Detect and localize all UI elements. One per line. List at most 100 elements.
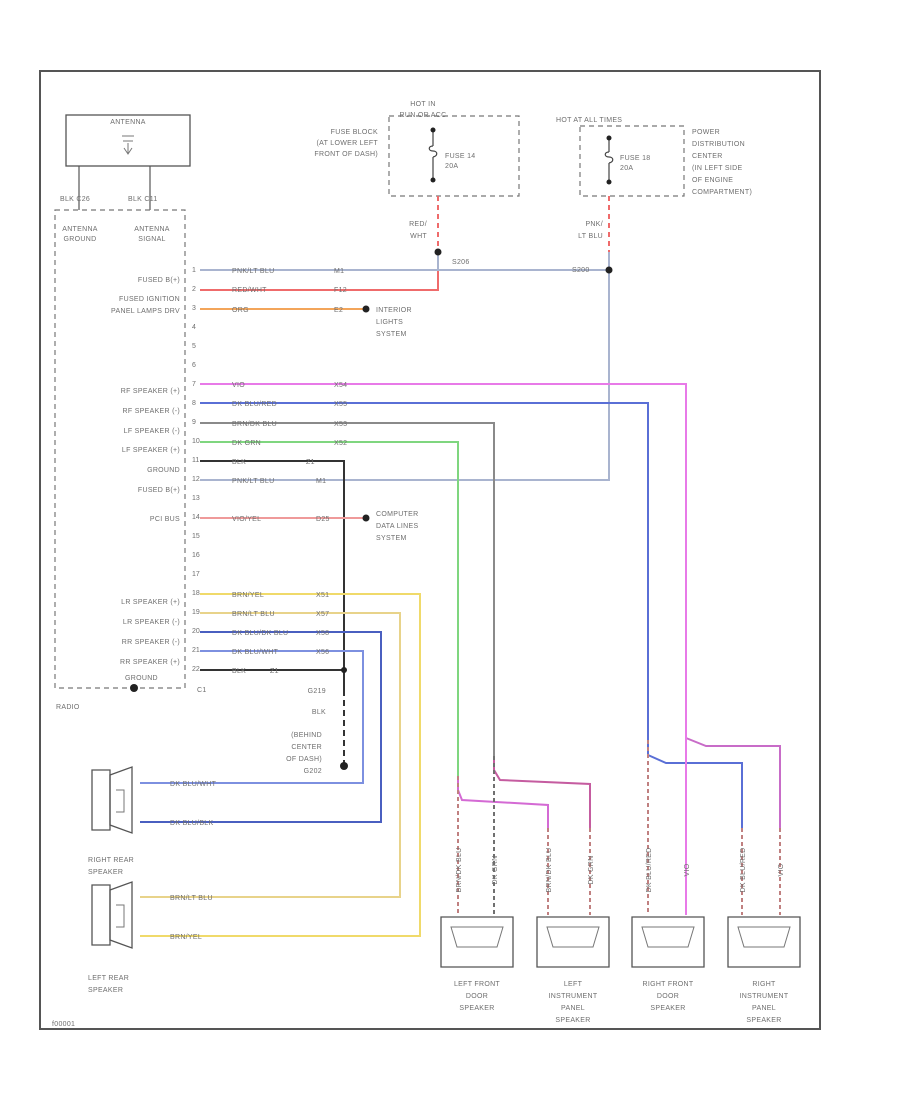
pin-number: 15 <box>192 533 200 540</box>
radio-pin-label: FUSED B(+) <box>138 487 180 494</box>
lr-plus-wire-label: BRN/YEL <box>170 934 202 941</box>
fuse-block-location-1: FUSE BLOCK <box>331 129 378 136</box>
wire-lf-cross <box>457 776 549 828</box>
radio-pin-label: LR SPEAKER (-) <box>123 619 180 626</box>
vertical-wire-label: VIO <box>778 863 785 876</box>
data-lines-ref-1: COMPUTER <box>376 511 418 518</box>
fuse-block-box <box>388 115 520 197</box>
antenna-title: ANTENNA <box>110 119 146 126</box>
reference-dot <box>362 514 370 522</box>
fuse-block: HOT IN RUN OR ACC FUSE BLOCK (AT LOWER L… <box>314 101 520 240</box>
antenna-ground-label-1: ANTENNA <box>62 226 98 233</box>
radio-pin-label: PCI BUS <box>150 516 180 523</box>
wire-fused-b-plus <box>200 252 610 481</box>
interior-lights-ref-3: SYSTEM <box>376 331 407 338</box>
ground-location-2: CENTER <box>291 744 322 751</box>
pdc-location-1: POWER <box>692 129 720 136</box>
pin-number: 17 <box>192 571 200 578</box>
wire-circuit-label: D25 <box>316 516 330 523</box>
rf-door-label-1: RIGHT FRONT <box>642 981 693 988</box>
pdc-box <box>579 125 685 197</box>
pin-number: 20 <box>192 628 200 635</box>
right-rear-speaker: RIGHT REAR SPEAKER DK BLU/WHT DK BLU/BLK <box>88 766 217 876</box>
antenna-signal-wire: BLK C11 <box>128 196 158 203</box>
vertical-wire-label: BRN/DK BLU <box>546 847 553 892</box>
vertical-wire-label: DK GRN <box>588 855 595 884</box>
wire-circuit-label: Z1 <box>306 459 315 466</box>
wire-circuit-label: X53 <box>334 421 347 428</box>
lip-label-3: PANEL <box>561 1005 585 1012</box>
antenna-ground-label-2: GROUND <box>64 236 97 243</box>
lip-label-2: INSTRUMENT <box>549 993 598 1000</box>
right-rear-speaker-label-2: SPEAKER <box>88 869 123 876</box>
radio-pin-label: RR SPEAKER (-) <box>122 639 180 646</box>
rf-door-label-2: DOOR <box>657 993 679 1000</box>
radio-ground-dot <box>130 684 138 692</box>
pin-number: 7 <box>192 381 196 388</box>
antenna-icon <box>122 135 134 155</box>
splice-s206-label: S206 <box>452 259 470 266</box>
wire-circuit-label: M1 <box>334 268 344 275</box>
radio-pin-numbers: 1 2 3 4 5 6 7 8 9 10 11 12 13 14 15 16 1… <box>192 267 200 673</box>
pdc-location-4: (IN LEFT SIDE <box>692 165 742 172</box>
radio-pin-label: FUSED B(+) <box>138 277 180 284</box>
wire-lf-ip <box>493 756 591 828</box>
wire-circuit-label: E2 <box>334 307 343 314</box>
data-lines-ref-3: SYSTEM <box>376 535 407 542</box>
radio-label: RADIO <box>56 704 80 711</box>
wire-circuit-label: X52 <box>334 440 347 447</box>
lf-door-label-1: LEFT FRONT <box>454 981 500 988</box>
splice-dot <box>605 266 613 274</box>
wire-circuit-label: F12 <box>334 287 347 294</box>
antenna-box <box>65 114 191 167</box>
pdc-location-6: COMPARTMENT) <box>692 189 752 196</box>
pdc-location-3: CENTER <box>692 153 723 160</box>
wire-color-label: VIO/YEL <box>232 516 261 523</box>
wire-labels: PNK/LT BLU M1 RED/WHT F12 ORG E2 VIO X54… <box>232 268 347 675</box>
pin-number: 22 <box>192 666 200 673</box>
left-ip-speaker: LEFT INSTRUMENT PANEL SPEAKER <box>536 916 610 1024</box>
pin-number: 21 <box>192 647 200 654</box>
antenna-ground-wire: BLK C26 <box>60 196 90 203</box>
pin-number: 3 <box>192 305 196 312</box>
fuse-18-label: FUSE 18 <box>620 155 651 162</box>
lip-label-4: SPEAKER <box>555 1017 590 1024</box>
pin-number: 18 <box>192 590 200 597</box>
wire-lf-minus <box>200 422 495 756</box>
rip-label-2: INSTRUMENT <box>740 993 789 1000</box>
pdc-location-5: OF ENGINE <box>692 177 733 184</box>
lr-minus-wire-label: BRN/LT BLU <box>170 895 213 902</box>
radio-pin-label: LR SPEAKER (+) <box>121 599 180 606</box>
wire-lr-minus <box>140 612 401 898</box>
wire-rf-ip-plus <box>685 722 781 828</box>
wire-color-label: DK BLU/WHT <box>232 649 279 656</box>
wire-lf-plus <box>200 441 459 776</box>
left-rear-speaker-label-1: LEFT REAR <box>88 975 129 982</box>
wire-color-label: BRN/YEL <box>232 592 264 599</box>
fuse-terminal <box>606 135 612 141</box>
pin-number: 8 <box>192 400 196 407</box>
vertical-wire-label: DK BLU/RED <box>740 847 747 892</box>
lip-label-1: LEFT <box>564 981 583 988</box>
pdc-hot-label: HOT AT ALL TIMES <box>556 117 622 124</box>
radio-pin-label: GROUND <box>147 467 180 474</box>
ground-location-1: (BEHIND <box>291 732 322 739</box>
pin-number: 1 <box>192 267 196 274</box>
left-rear-speaker-label-2: SPEAKER <box>88 987 123 994</box>
rr-plus-wire-label: DK BLU/WHT <box>170 781 217 788</box>
wire-color-label: BRN/DK BLU <box>232 421 277 428</box>
vertical-wire-label: BRN/DK BLU <box>456 847 463 892</box>
fuse-icon <box>604 151 614 164</box>
pin-number: 10 <box>192 438 200 445</box>
rip-label-3: PANEL <box>752 1005 776 1012</box>
interior-lights-ref-2: LIGHTS <box>376 319 403 326</box>
footer-code: f00001 <box>52 1021 75 1028</box>
radio-component: RADIO C1 GROUND ANTENNA GROUND ANTENNA S… <box>54 209 206 711</box>
wire-color-label: RED/WHT <box>232 287 267 294</box>
fuse-block-location-2: (AT LOWER LEFT <box>316 140 378 147</box>
antenna-signal-label-2: SIGNAL <box>138 236 165 243</box>
vertical-wire-labels: BRN/DK BLU DK GRN BRN/DK BLU DK GRN DK B… <box>456 847 785 892</box>
lf-door-label-2: DOOR <box>466 993 488 1000</box>
fuse-18-amps: 20A <box>620 165 633 172</box>
splice-dot <box>341 667 347 673</box>
